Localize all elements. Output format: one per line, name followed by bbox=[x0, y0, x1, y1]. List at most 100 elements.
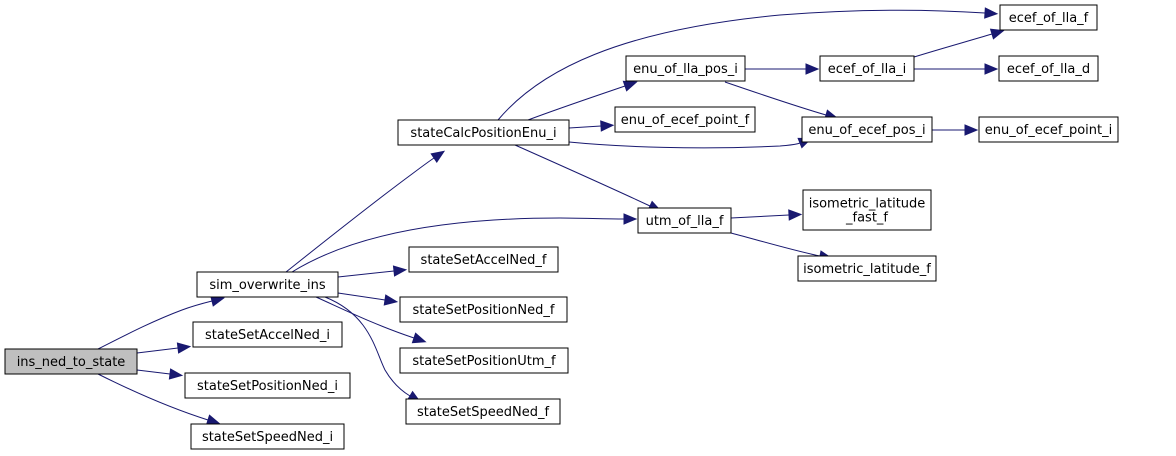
node-enu_of_lla_pos_i[interactable]: enu_of_lla_pos_i bbox=[625, 55, 746, 82]
node-ins_ned_to_state[interactable]: ins_ned_to_state bbox=[4, 348, 138, 375]
arrowhead-icon bbox=[984, 7, 999, 19]
arrowhead-icon bbox=[964, 124, 979, 136]
edge-line bbox=[724, 81, 827, 116]
node-label: utm_of_lla_f bbox=[646, 214, 724, 229]
edge-line bbox=[568, 125, 602, 129]
edge-line bbox=[337, 270, 395, 278]
node-stateSetAccelNed_f[interactable]: stateSetAccelNed_f bbox=[408, 246, 559, 273]
edge-ins_ned_to_state-to-stateSetAccelNed_i bbox=[136, 342, 192, 354]
edge-line bbox=[730, 214, 790, 219]
node-enu_of_ecef_point_i[interactable]: enu_of_ecef_point_i bbox=[978, 116, 1119, 143]
node-box[interactable] bbox=[978, 116, 1119, 143]
edge-sim_overwrite_ins-to-stateCalcPositionEnu_i bbox=[285, 150, 446, 273]
node-box[interactable] bbox=[397, 119, 570, 146]
edge-line bbox=[324, 296, 411, 397]
node-box[interactable] bbox=[405, 398, 561, 425]
edge-line bbox=[337, 292, 386, 301]
node-box[interactable] bbox=[399, 347, 569, 374]
edge-line bbox=[730, 232, 821, 257]
node-box[interactable] bbox=[192, 321, 343, 348]
node-box[interactable] bbox=[797, 255, 937, 282]
node-label: stateCalcPositionEnu_i bbox=[410, 126, 556, 141]
arrowhead-icon bbox=[623, 213, 638, 225]
edge-line bbox=[527, 85, 626, 121]
node-box[interactable] bbox=[399, 296, 568, 323]
node-stateSetAccelNed_i[interactable]: stateSetAccelNed_i bbox=[192, 321, 343, 348]
node-label: enu_of_lla_pos_i bbox=[633, 62, 738, 77]
arrowhead-icon bbox=[600, 120, 615, 132]
node-label: stateSetSpeedNed_f bbox=[417, 405, 550, 420]
node-stateSetPositionNed_f[interactable]: stateSetPositionNed_f bbox=[399, 296, 568, 323]
node-box[interactable] bbox=[614, 106, 756, 133]
node-ecef_of_lla_d[interactable]: ecef_of_lla_d bbox=[998, 55, 1099, 82]
node-label: enu_of_ecef_point_f bbox=[621, 113, 750, 128]
edge-stateCalcPositionEnu_i-to-enu_of_ecef_point_f bbox=[568, 120, 615, 132]
edge-enu_of_lla_pos_i-to-ecef_of_lla_i bbox=[745, 63, 820, 75]
arrowhead-icon bbox=[383, 294, 399, 306]
node-label: ecef_of_lla_i bbox=[828, 62, 907, 77]
edge-line bbox=[285, 157, 435, 273]
node-box[interactable] bbox=[999, 4, 1098, 31]
edge-line bbox=[97, 300, 213, 350]
node-label: stateSetPositionNed_f bbox=[413, 303, 555, 318]
edge-sim_overwrite_ins-to-stateSetPositionUtm_f bbox=[315, 296, 427, 344]
arrowhead-icon bbox=[176, 342, 192, 354]
node-isometric_latitude_fast_f[interactable]: isometric_latitude_fast_f bbox=[802, 189, 932, 231]
node-box[interactable] bbox=[801, 116, 933, 143]
node-box[interactable] bbox=[4, 348, 138, 375]
node-label: isometric_latitude bbox=[809, 197, 926, 212]
arrowhead-icon bbox=[622, 80, 638, 92]
node-isometric_latitude_f[interactable]: isometric_latitude_f bbox=[797, 255, 937, 282]
node-label: stateSetAccelNed_i bbox=[205, 328, 330, 343]
node-label: ins_ned_to_state bbox=[17, 355, 126, 370]
node-label: ecef_of_lla_f bbox=[1009, 11, 1089, 26]
node-utm_of_lla_f[interactable]: utm_of_lla_f bbox=[637, 207, 732, 234]
node-box[interactable] bbox=[998, 55, 1099, 82]
edge-sim_overwrite_ins-to-stateSetAccelNed_f bbox=[337, 265, 408, 278]
node-box[interactable] bbox=[408, 246, 559, 273]
edge-line bbox=[568, 141, 801, 149]
arrowhead-icon bbox=[805, 63, 820, 75]
node-label: stateSetAccelNed_f bbox=[421, 253, 547, 268]
edge-sim_overwrite_ins-to-stateSetPositionNed_f bbox=[337, 292, 399, 306]
node-ecef_of_lla_i[interactable]: ecef_of_lla_i bbox=[819, 55, 915, 82]
node-label: enu_of_ecef_point_i bbox=[985, 123, 1113, 138]
edge-line bbox=[514, 144, 651, 207]
node-enu_of_ecef_pos_i[interactable]: enu_of_ecef_pos_i bbox=[801, 116, 933, 143]
edge-stateCalcPositionEnu_i-to-utm_of_lla_f bbox=[514, 144, 663, 212]
arrowhead-icon bbox=[205, 414, 221, 426]
arrowhead-icon bbox=[430, 150, 446, 164]
node-label: stateSetPositionNed_i bbox=[197, 379, 338, 394]
node-label: sim_overwrite_ins bbox=[209, 278, 326, 293]
edge-utm_of_lla_f-to-isometric_latitude_fast_f bbox=[730, 209, 803, 221]
node-label: _fast_f bbox=[845, 211, 888, 226]
edges-layer bbox=[97, 7, 1005, 426]
edge-stateCalcPositionEnu_i-to-enu_of_ecef_pos_i bbox=[568, 137, 813, 149]
node-ecef_of_lla_f[interactable]: ecef_of_lla_f bbox=[999, 4, 1098, 31]
edge-line bbox=[315, 296, 415, 339]
node-label: stateSetPositionUtm_f bbox=[412, 354, 556, 369]
node-label: ecef_of_lla_d bbox=[1007, 62, 1090, 77]
node-box[interactable] bbox=[819, 55, 915, 82]
node-box[interactable] bbox=[637, 207, 732, 234]
edge-stateCalcPositionEnu_i-to-ecef_of_lla_f bbox=[497, 7, 999, 121]
node-box[interactable] bbox=[802, 189, 932, 231]
edge-line bbox=[291, 217, 625, 273]
edge-line bbox=[136, 369, 171, 375]
node-box[interactable] bbox=[184, 372, 351, 399]
node-sim_overwrite_ins[interactable]: sim_overwrite_ins bbox=[196, 271, 339, 298]
node-box[interactable] bbox=[196, 271, 339, 298]
node-box[interactable] bbox=[625, 55, 746, 82]
edge-stateCalcPositionEnu_i-to-enu_of_lla_pos_i bbox=[527, 80, 638, 121]
node-box[interactable] bbox=[190, 423, 345, 450]
node-enu_of_ecef_point_f[interactable]: enu_of_ecef_point_f bbox=[614, 106, 756, 133]
arrowhead-icon bbox=[392, 265, 408, 277]
node-stateSetSpeedNed_i[interactable]: stateSetSpeedNed_i bbox=[190, 423, 345, 450]
edge-line bbox=[97, 373, 209, 421]
node-stateSetPositionUtm_f[interactable]: stateSetPositionUtm_f bbox=[399, 347, 569, 374]
node-stateSetSpeedNed_f[interactable]: stateSetSpeedNed_f bbox=[405, 398, 561, 425]
edge-ins_ned_to_state-to-stateSetPositionNed_i bbox=[136, 368, 184, 380]
node-stateSetPositionNed_i[interactable]: stateSetPositionNed_i bbox=[184, 372, 351, 399]
node-stateCalcPositionEnu_i[interactable]: stateCalcPositionEnu_i bbox=[397, 119, 570, 146]
arrowhead-icon bbox=[168, 368, 184, 380]
